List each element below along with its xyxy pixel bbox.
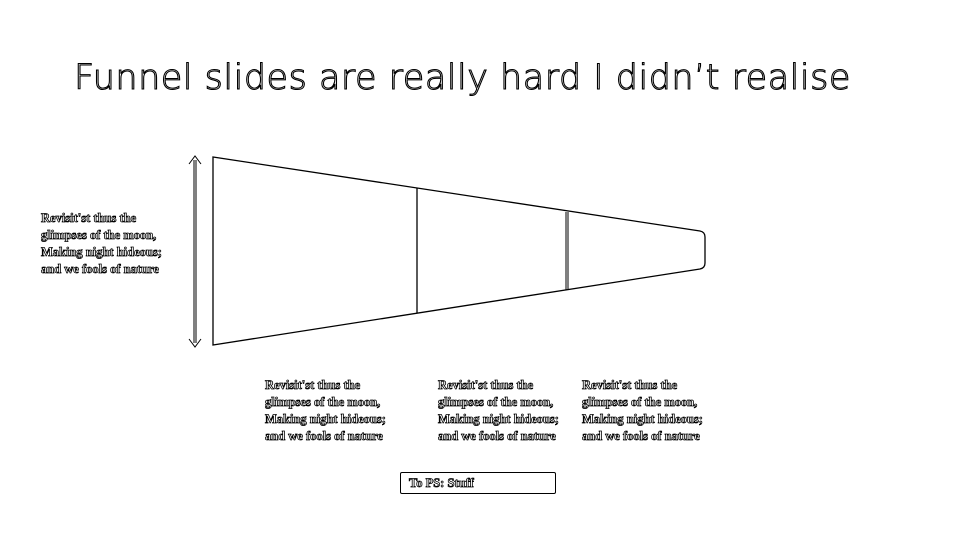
funnel-outline [212,156,706,346]
funnel-stage-caption-3: Revisit'st thus the glimpses of the moon… [582,378,704,444]
funnel-side-caption: Revisit'st thus the glimpses of the moon… [41,211,163,277]
funnel-stage-caption-1: Revisit'st thus the glimpses of the moon… [265,378,387,444]
slide-title: Funnel slides are really hard I didn’t r… [73,57,851,98]
funnel-stage-divider-2 [565,212,569,290]
note-label: To PS: Stuff [409,476,475,491]
note-box[interactable]: To PS: Stuff [400,472,556,494]
funnel-stage-caption-2: Revisit'st thus the glimpses of the moon… [438,378,560,444]
height-arrow [188,155,202,348]
